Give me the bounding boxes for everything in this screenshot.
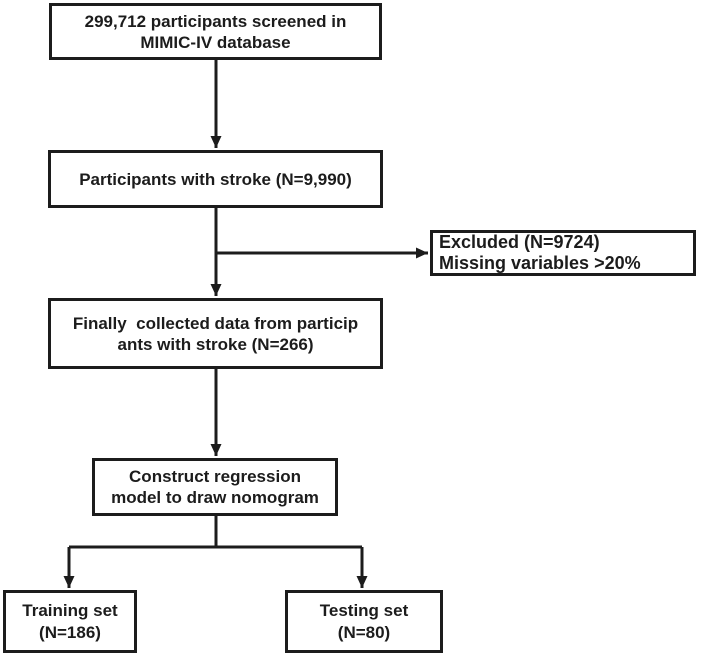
box-testing-line1: Testing set: [319, 600, 409, 620]
box-screened-line1: 299,712 participants screened in: [84, 11, 347, 31]
box-regression-line2: model to draw nomogram: [111, 488, 319, 507]
box-stroke-line1: Participants with stroke (N=9,990): [79, 169, 352, 189]
box-collected-line2: ants with stroke (N=266): [117, 334, 314, 354]
box-finally-collected: Finally collected data from particip ant…: [48, 298, 383, 369]
box-training-line2: (N=186): [39, 622, 101, 642]
box-training-set: Training set (N=186): [3, 590, 137, 653]
box-testing-set: Testing set (N=80): [285, 590, 443, 653]
box-excluded: Excluded (N=9724) Missing variables >20%: [430, 230, 696, 276]
box-construct-regression: Construct regression model to draw nomog…: [92, 458, 338, 516]
box-participants-with-stroke: Participants with stroke (N=9,990): [48, 150, 383, 208]
box-testing-line2: (N=80): [337, 622, 391, 642]
box-screened-line2: MIMIC-IV database: [140, 32, 291, 52]
box-screened-participants: 299,712 participants screened in MIMIC-I…: [49, 3, 382, 60]
box-training-line1: Training set: [22, 600, 118, 620]
box-excluded-line2: Missing variables >20%: [439, 253, 641, 273]
box-regression-line1: Construct regression: [129, 467, 301, 486]
box-excluded-line1: Excluded (N=9724): [439, 232, 600, 252]
box-collected-line1: Finally collected data from particip: [72, 313, 359, 333]
